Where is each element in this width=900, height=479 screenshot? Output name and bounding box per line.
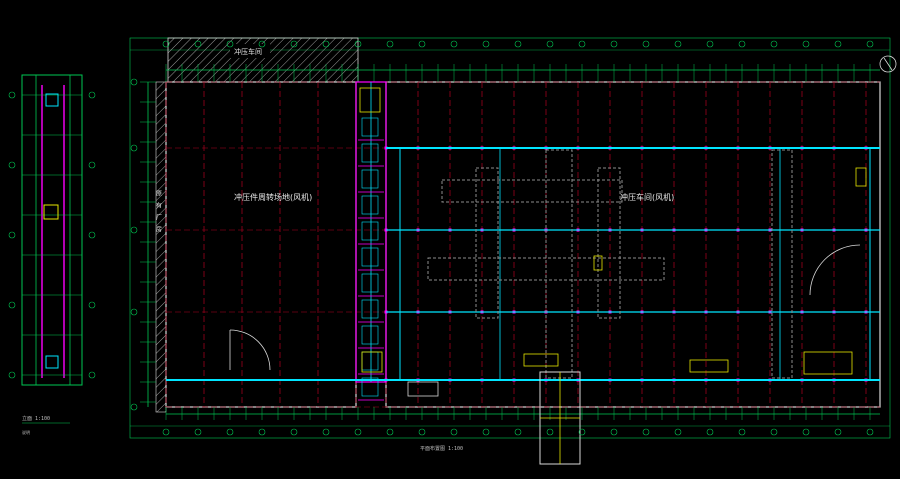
axis-bubble bbox=[8, 371, 16, 379]
side-elevation-note: 立面 1:100 bbox=[22, 415, 50, 422]
axis-bubble bbox=[130, 144, 138, 152]
bottom-annex bbox=[407, 371, 581, 465]
axis-bubble bbox=[162, 40, 170, 48]
axis-bubble bbox=[482, 40, 490, 48]
axis-bubble bbox=[290, 428, 298, 436]
axis-bubble bbox=[642, 40, 650, 48]
right-hall-outline bbox=[385, 81, 881, 408]
axis-bubble bbox=[418, 428, 426, 436]
axis-bubble bbox=[770, 40, 778, 48]
axis-bubble bbox=[578, 428, 586, 436]
corridor-cell bbox=[361, 351, 379, 371]
top-hatched-room-label: 冲压车间 bbox=[234, 47, 262, 56]
left-hall-outline bbox=[165, 81, 357, 408]
axis-bubble bbox=[610, 428, 618, 436]
axis-bubble bbox=[162, 428, 170, 436]
axis-bubble bbox=[386, 40, 394, 48]
axis-bubble bbox=[8, 91, 16, 99]
axis-bubble bbox=[834, 40, 842, 48]
axis-bubble bbox=[546, 40, 554, 48]
corridor-cell bbox=[361, 247, 379, 267]
axis-bubble bbox=[130, 78, 138, 86]
axis-bubble bbox=[514, 428, 522, 436]
axis-bubble bbox=[258, 428, 266, 436]
equipment-marks bbox=[361, 167, 867, 375]
axis-bubble bbox=[674, 428, 682, 436]
axis-bubble bbox=[88, 91, 96, 99]
corridor-cell bbox=[361, 195, 379, 215]
corridor-cell bbox=[361, 325, 379, 345]
axis-bubble bbox=[322, 428, 330, 436]
axis-bubble bbox=[546, 428, 554, 436]
axis-bubble bbox=[802, 40, 810, 48]
axis-bubble bbox=[418, 40, 426, 48]
axis-bubble bbox=[8, 161, 16, 169]
axis-bubble bbox=[738, 40, 746, 48]
corridor-cell bbox=[361, 117, 379, 137]
axis-bubble bbox=[354, 40, 362, 48]
axis-bubble bbox=[386, 428, 394, 436]
axis-bubble bbox=[354, 428, 362, 436]
duct-network bbox=[166, 147, 880, 381]
axis-bubble bbox=[88, 231, 96, 239]
axis-bubble bbox=[514, 40, 522, 48]
axis-bubble bbox=[610, 40, 618, 48]
axis-bubble bbox=[88, 161, 96, 169]
axis-bubble bbox=[450, 428, 458, 436]
axis-bubble bbox=[258, 40, 266, 48]
axis-bubble bbox=[738, 428, 746, 436]
axis-bubble bbox=[88, 371, 96, 379]
corridor-cell bbox=[361, 299, 379, 319]
axis-bubble bbox=[130, 308, 138, 316]
axis-bubble bbox=[642, 428, 650, 436]
axis-bubble bbox=[866, 428, 874, 436]
scale-note: 平面布置图 1:100 bbox=[420, 445, 463, 452]
axis-bubble bbox=[194, 40, 202, 48]
axis-bubble bbox=[290, 40, 298, 48]
axis-bubble bbox=[226, 428, 234, 436]
corridor-cell bbox=[361, 169, 379, 189]
room-label-right: 冲压车间(风机) bbox=[620, 192, 674, 202]
main-plan: 冲压车间 原有厂房 bbox=[129, 37, 897, 465]
side-section: 立面 1:100 说明 bbox=[8, 74, 96, 435]
axis-bubble bbox=[88, 301, 96, 309]
north-arrow-icon bbox=[879, 55, 897, 73]
axis-bubble bbox=[834, 428, 842, 436]
corridor-cell bbox=[361, 273, 379, 293]
axis-bubble bbox=[450, 40, 458, 48]
conveyor-layout bbox=[427, 149, 793, 379]
axis-bubble bbox=[8, 301, 16, 309]
left-vertical-label: 原有厂房 bbox=[155, 190, 162, 238]
axis-bubble bbox=[866, 40, 874, 48]
axis-bubble bbox=[194, 428, 202, 436]
corridor-cell bbox=[361, 143, 379, 163]
axis-bubble bbox=[8, 231, 16, 239]
axis-bubble bbox=[770, 428, 778, 436]
room-label-left: 冲压件周转场地(风机) bbox=[234, 192, 312, 202]
axis-bubble bbox=[130, 403, 138, 411]
axis-bubble bbox=[706, 40, 714, 48]
axis-bubble bbox=[322, 40, 330, 48]
axis-bubble bbox=[482, 428, 490, 436]
axis-bubble bbox=[706, 428, 714, 436]
axis-bubble bbox=[802, 428, 810, 436]
bottom-note: 说明 bbox=[22, 429, 30, 435]
axis-bubble bbox=[578, 40, 586, 48]
axis-bubble bbox=[130, 226, 138, 234]
corridor-cell bbox=[361, 221, 379, 241]
corridor-cell bbox=[361, 377, 379, 397]
axis-bubble bbox=[226, 40, 234, 48]
axis-bubble bbox=[674, 40, 682, 48]
